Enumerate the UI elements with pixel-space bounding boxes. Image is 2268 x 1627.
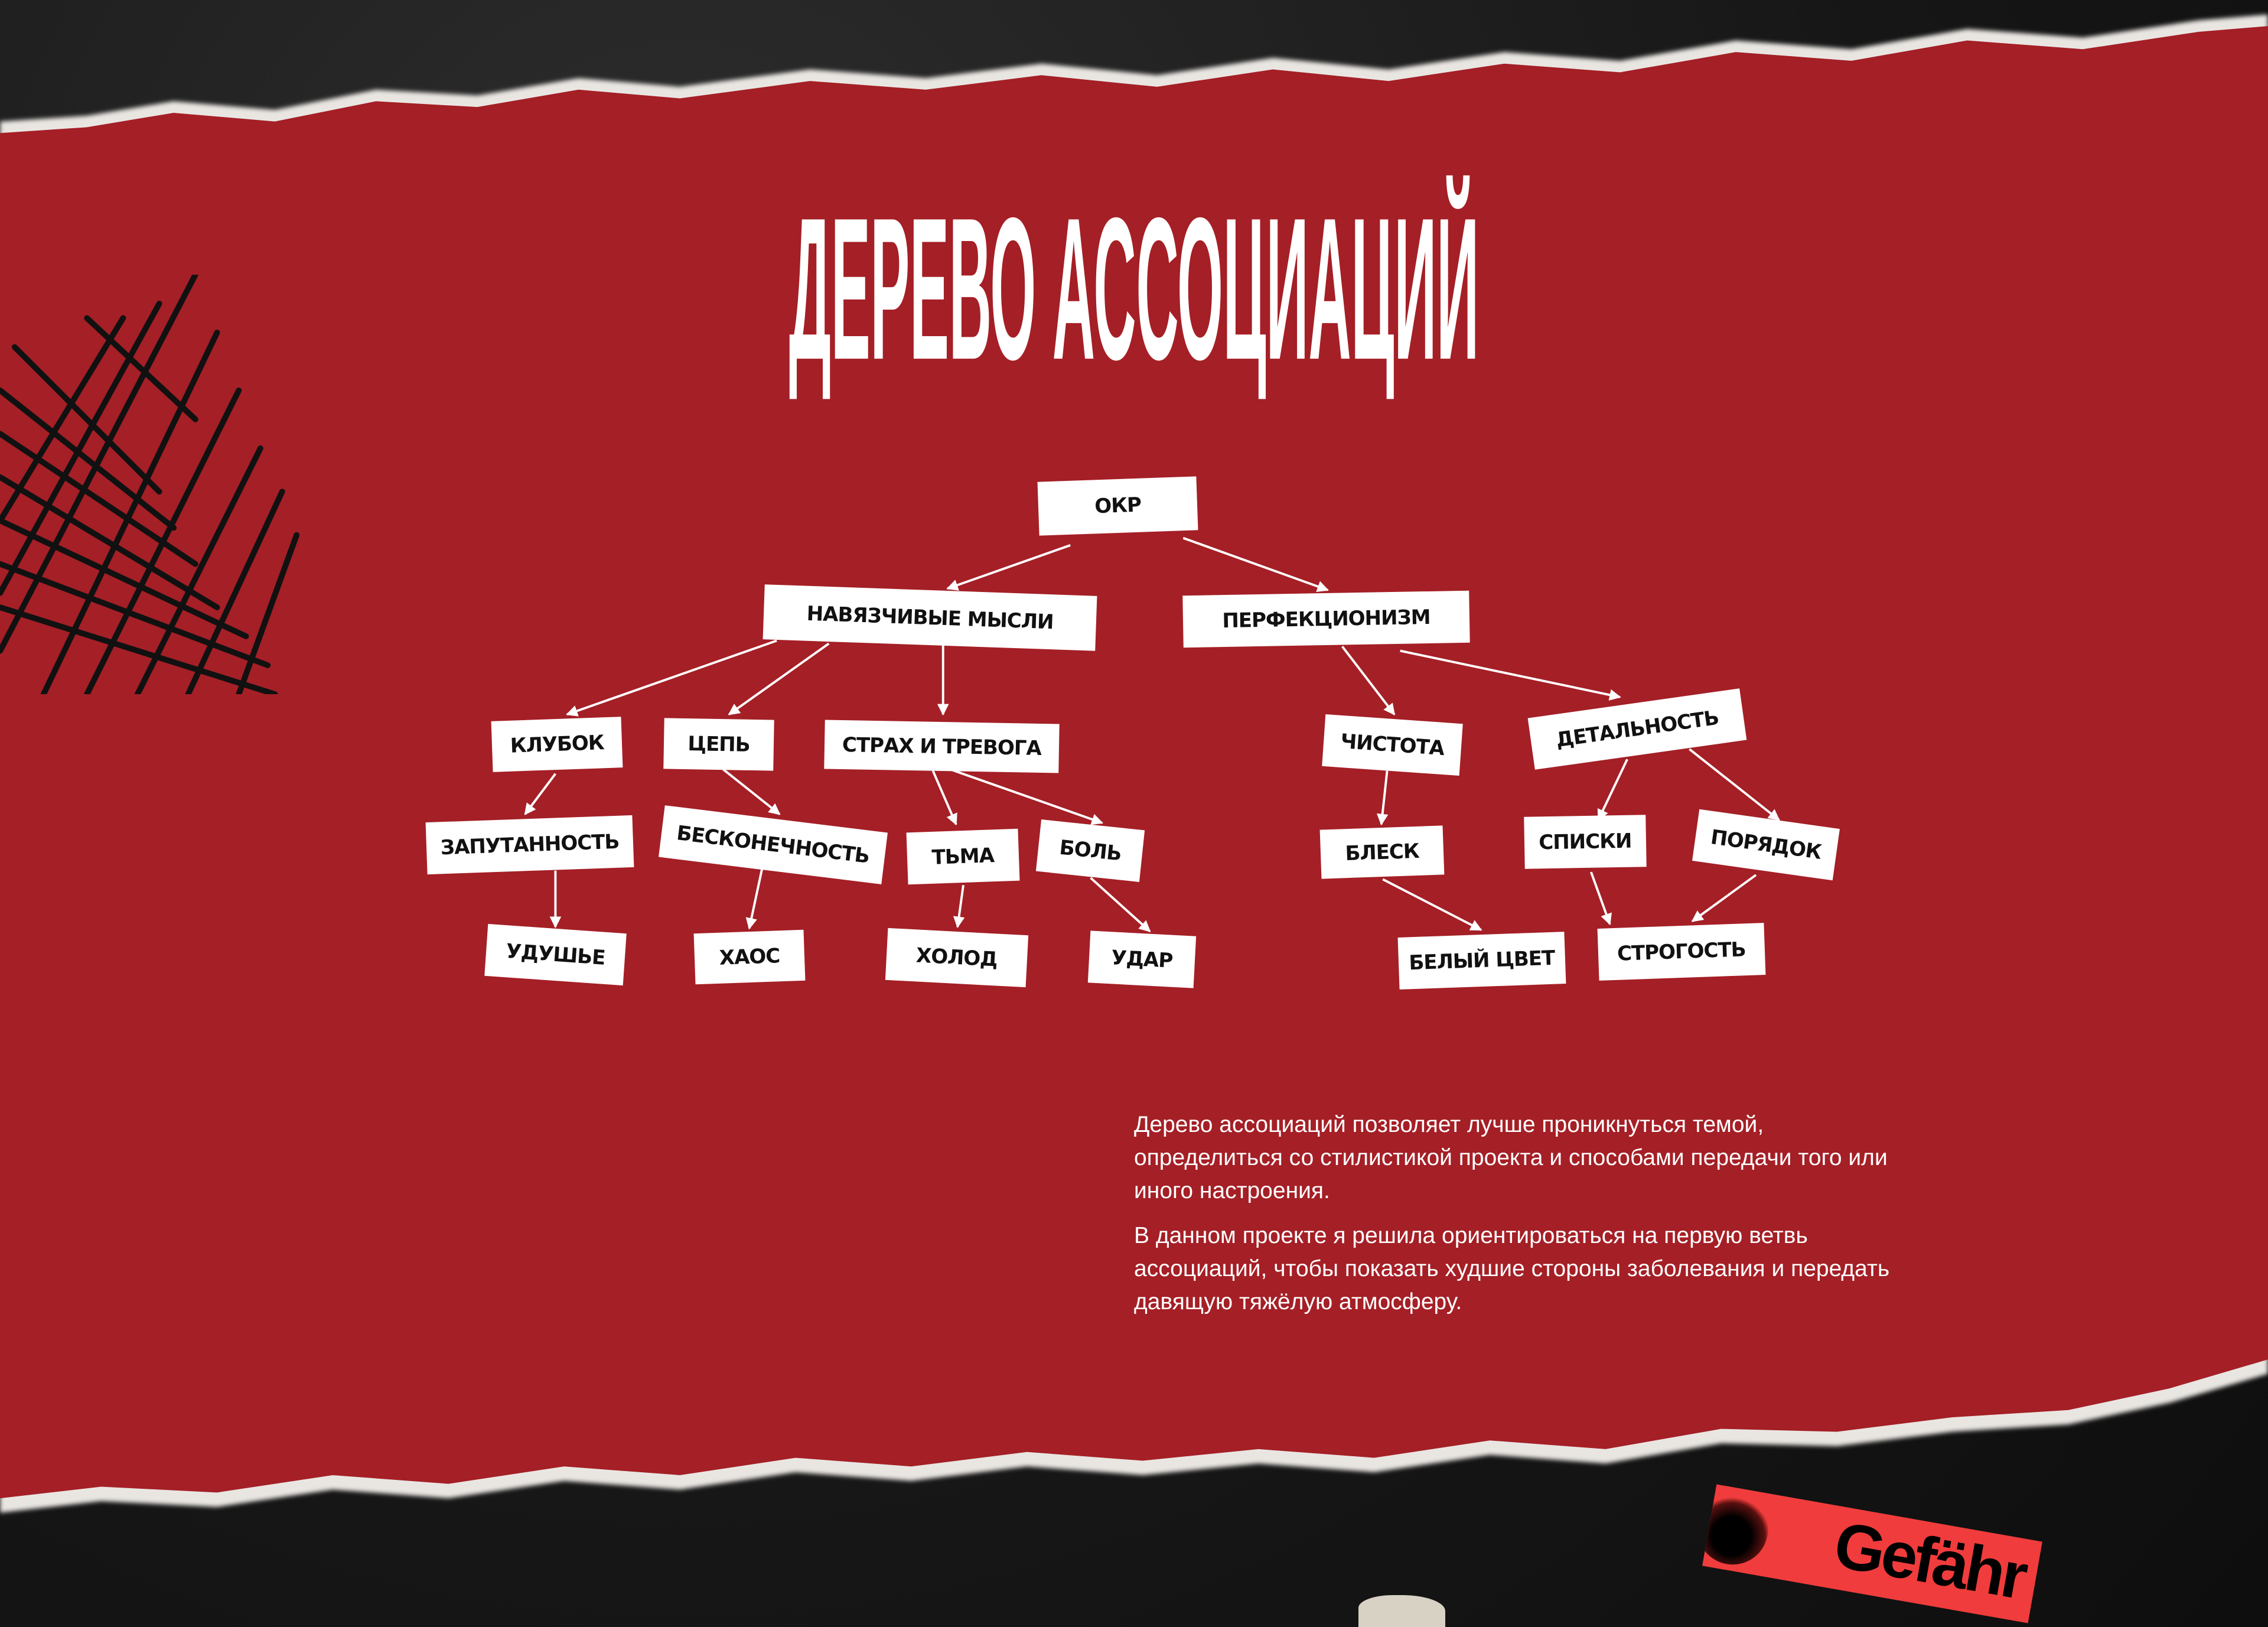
arrow xyxy=(566,639,777,717)
arrow xyxy=(1382,878,1482,931)
node-white-color: БЕЛЫЙ ЦВЕТ xyxy=(1397,932,1566,990)
arrow xyxy=(728,642,830,715)
arrow xyxy=(722,768,781,815)
node-suffocation: УДУШЬЕ xyxy=(484,924,627,986)
arrow xyxy=(1376,770,1389,826)
red-torn-paper xyxy=(0,26,2268,1499)
arrow xyxy=(953,884,965,929)
node-cleanliness: ЧИСТОТА xyxy=(1322,714,1463,776)
net-scribble-icon xyxy=(0,275,300,694)
node-chain: ЦЕПЬ xyxy=(663,718,774,771)
arrow xyxy=(1400,649,1621,701)
arrow xyxy=(1590,871,1612,926)
arrow xyxy=(1341,646,1396,715)
description-paragraph-2: В данном проекте я решила ориентироватьс… xyxy=(1134,1223,1890,1314)
description-paragraph-1: Дерево ассоциаций позволяет лучше проник… xyxy=(1134,1112,1888,1203)
arrow xyxy=(524,773,556,815)
node-blow: УДАР xyxy=(1087,930,1197,988)
arrow xyxy=(950,768,1103,825)
node-strictness: СТРОГОСТЬ xyxy=(1597,923,1766,981)
node-perfectionism: ПЕРФЕКЦИОНИЗМ xyxy=(1182,590,1470,648)
node-root: ОКР xyxy=(1037,476,1199,535)
description: Дерево ассоциаций позволяет лучше проник… xyxy=(1134,1108,1902,1330)
node-confusion: ЗАПУТАННОСТЬ xyxy=(426,815,635,875)
arrow xyxy=(946,544,1071,591)
node-cold: ХОЛОД xyxy=(885,928,1028,988)
node-shine: БЛЕСК xyxy=(1319,825,1445,879)
arrow xyxy=(1182,536,1329,593)
node-tangle: КЛУБОК xyxy=(491,717,623,772)
arrow xyxy=(1691,874,1757,922)
node-lists: СПИСКИ xyxy=(1524,815,1647,870)
arrow xyxy=(745,867,764,930)
arrow xyxy=(1090,877,1151,932)
node-obsessive-thoughts: НАВЯЗЧИВЫЕ МЫСЛИ xyxy=(762,584,1097,652)
arrow xyxy=(1689,748,1780,821)
node-chaos: ХАОС xyxy=(693,929,806,985)
arrow xyxy=(1597,759,1628,821)
node-darkness: ТЬМА xyxy=(906,828,1019,885)
node-fear-anxiety: СТРАХ И ТРЕВОГА xyxy=(824,720,1060,773)
node-pain: БОЛЬ xyxy=(1036,819,1145,883)
arrow xyxy=(931,770,957,826)
paper-scrap xyxy=(1358,1595,1445,1627)
